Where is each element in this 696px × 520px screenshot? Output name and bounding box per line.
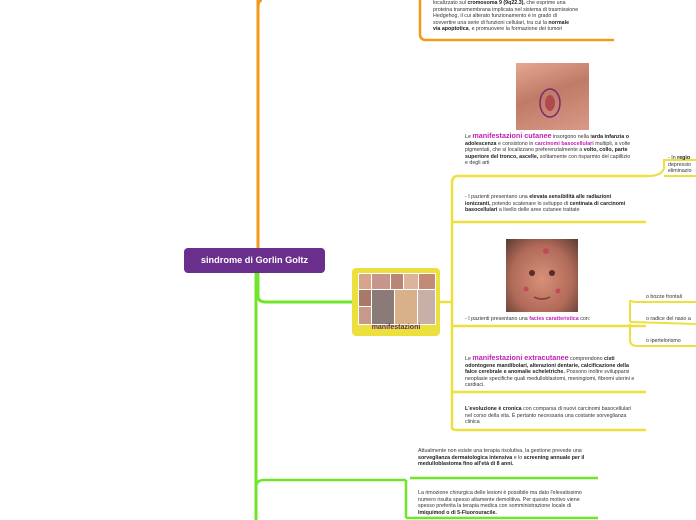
terapia-chirurgica-node[interactable]: La rimozione chirurgica delle lesioni è … [418,490,594,516]
right-partial-node[interactable]: - In regio depressio eliminazio [668,155,696,175]
skin-lesion-photo [516,63,589,130]
text: Le [465,356,471,362]
facies-item-radice[interactable]: o radice del naso a [646,316,696,323]
facies-node[interactable]: - I pazienti presentano una facies carat… [465,316,631,323]
thumbnail-image [371,289,395,325]
terapia-sorveglianza-node[interactable]: Attualmente non esiste una terapia risol… [418,448,594,468]
facies-item-bozze[interactable]: o bozze frontali [646,294,682,301]
text-bold: cisti odontogene mandibolari, alterazion… [465,356,629,376]
text: Possono inoltre svilupparsi neoplasie sp… [465,369,635,389]
text: e lo [513,454,523,461]
text: potendo scatenare lo sviluppo di [492,200,569,207]
facies-photo [506,239,578,312]
extracutanee-node[interactable]: Le manifestazioni extracutanee comprendo… [465,353,637,389]
text: - In [668,155,676,161]
thumbnail-image [390,273,404,290]
radiazioni-node[interactable]: - I pazienti presentano una elevata sens… [465,194,631,214]
top-partial-node[interactable]: localizzato sul cromosoma 9 (9q22.3), ch… [433,0,609,33]
manifestazioni-label: manifestazioni [371,324,421,331]
text: con: [580,316,591,322]
text-highlight: carcinomi basocellulari [534,140,594,147]
text: e consistono in [498,140,534,147]
text: localizzato sul [433,0,466,6]
text: solitamente con risparmio del capillizio… [465,153,631,167]
text-bold: elevata sensibilità alle radiazioni ioni… [465,194,612,207]
text: a livello delle aree cutanee trattate [498,207,580,214]
text: comprendono [570,356,603,362]
text: sovvertire una serie di funzioni cellula… [433,19,547,26]
facies-item-ipertelorismo[interactable]: o ipertelorismo [646,338,681,345]
lesion-sketch [539,88,561,118]
thumbnail-image [371,273,391,290]
text-bold: centinaia di carcinomi basocellulari [465,200,626,214]
text: con comparsa di nuovi carcinomi basocell… [465,406,632,426]
cutanee-highlight: manifestazioni cutanee [472,131,552,140]
text: o radice del naso a [646,316,691,322]
text: Attualmente non esiste una terapia risol… [418,448,582,454]
text: Hedgehog, il cui alterato funzionamento … [433,13,557,20]
evoluzione-node[interactable]: L'evoluzione è cronica con comparsa di n… [465,406,633,426]
text: La rimozione chirurgica delle lesioni è … [418,490,582,510]
text-bold: screening annuale per il medulloblastoma… [418,454,585,468]
thumbnail-image [418,273,436,290]
text: - I pazienti presentano una [465,194,528,200]
text: che esprime una [526,0,566,6]
text: Le [465,134,471,140]
manifestazioni-node[interactable]: manifestazioni [352,268,440,336]
thumbnail-image [358,289,372,307]
extracutanee-highlight: manifestazioni extracutanee [472,353,569,362]
face-sketch [523,248,561,300]
text: multipli, a volte pigmentati, che si loc… [465,140,631,154]
text-bold: Imiquimod o di 5-Fluorouracile. [418,509,497,516]
text-bold: sorveglianza dermatologica intensiva [418,454,513,461]
central-topic[interactable]: sindrome di Gorlin Goltz [184,248,325,273]
text: - I pazienti presentano una [465,316,528,322]
thumbnail-image [358,273,372,290]
text-bold: arda infanzia o adolescenza [465,134,629,147]
text: proteina transmembrana implicata nel sis… [433,6,579,13]
thumbnail-image [358,306,372,325]
text-bold: cromosoma 9 (9q22.3), [467,0,525,6]
text: depressio [668,161,691,168]
text: o ipertelorismo [646,338,681,344]
thumbnail-image [403,273,419,290]
text-bold: via apoptotica [433,26,469,33]
text-bold: regio [677,155,691,161]
photo-collage [358,273,436,325]
cutanee-node[interactable]: Le manifestazioni cutanee insorgono nell… [465,131,633,167]
text: eliminazio [668,168,692,175]
text-bold: normale [548,19,570,26]
thumbnail-image [417,289,436,325]
central-topic-title: sindrome di Gorlin Goltz [200,255,309,265]
thumbnail-image [394,289,418,325]
text: o bozze frontali [646,294,682,300]
text: insorgono nella t [552,134,592,140]
text-bold: volto, collo, parte superiore del tronco… [465,147,628,160]
text-bold: L'evoluzione è cronica [465,406,522,412]
facies-highlight: facies caratteristica [529,316,579,322]
text: , e promuovere la formazione dei tumori [468,26,563,33]
